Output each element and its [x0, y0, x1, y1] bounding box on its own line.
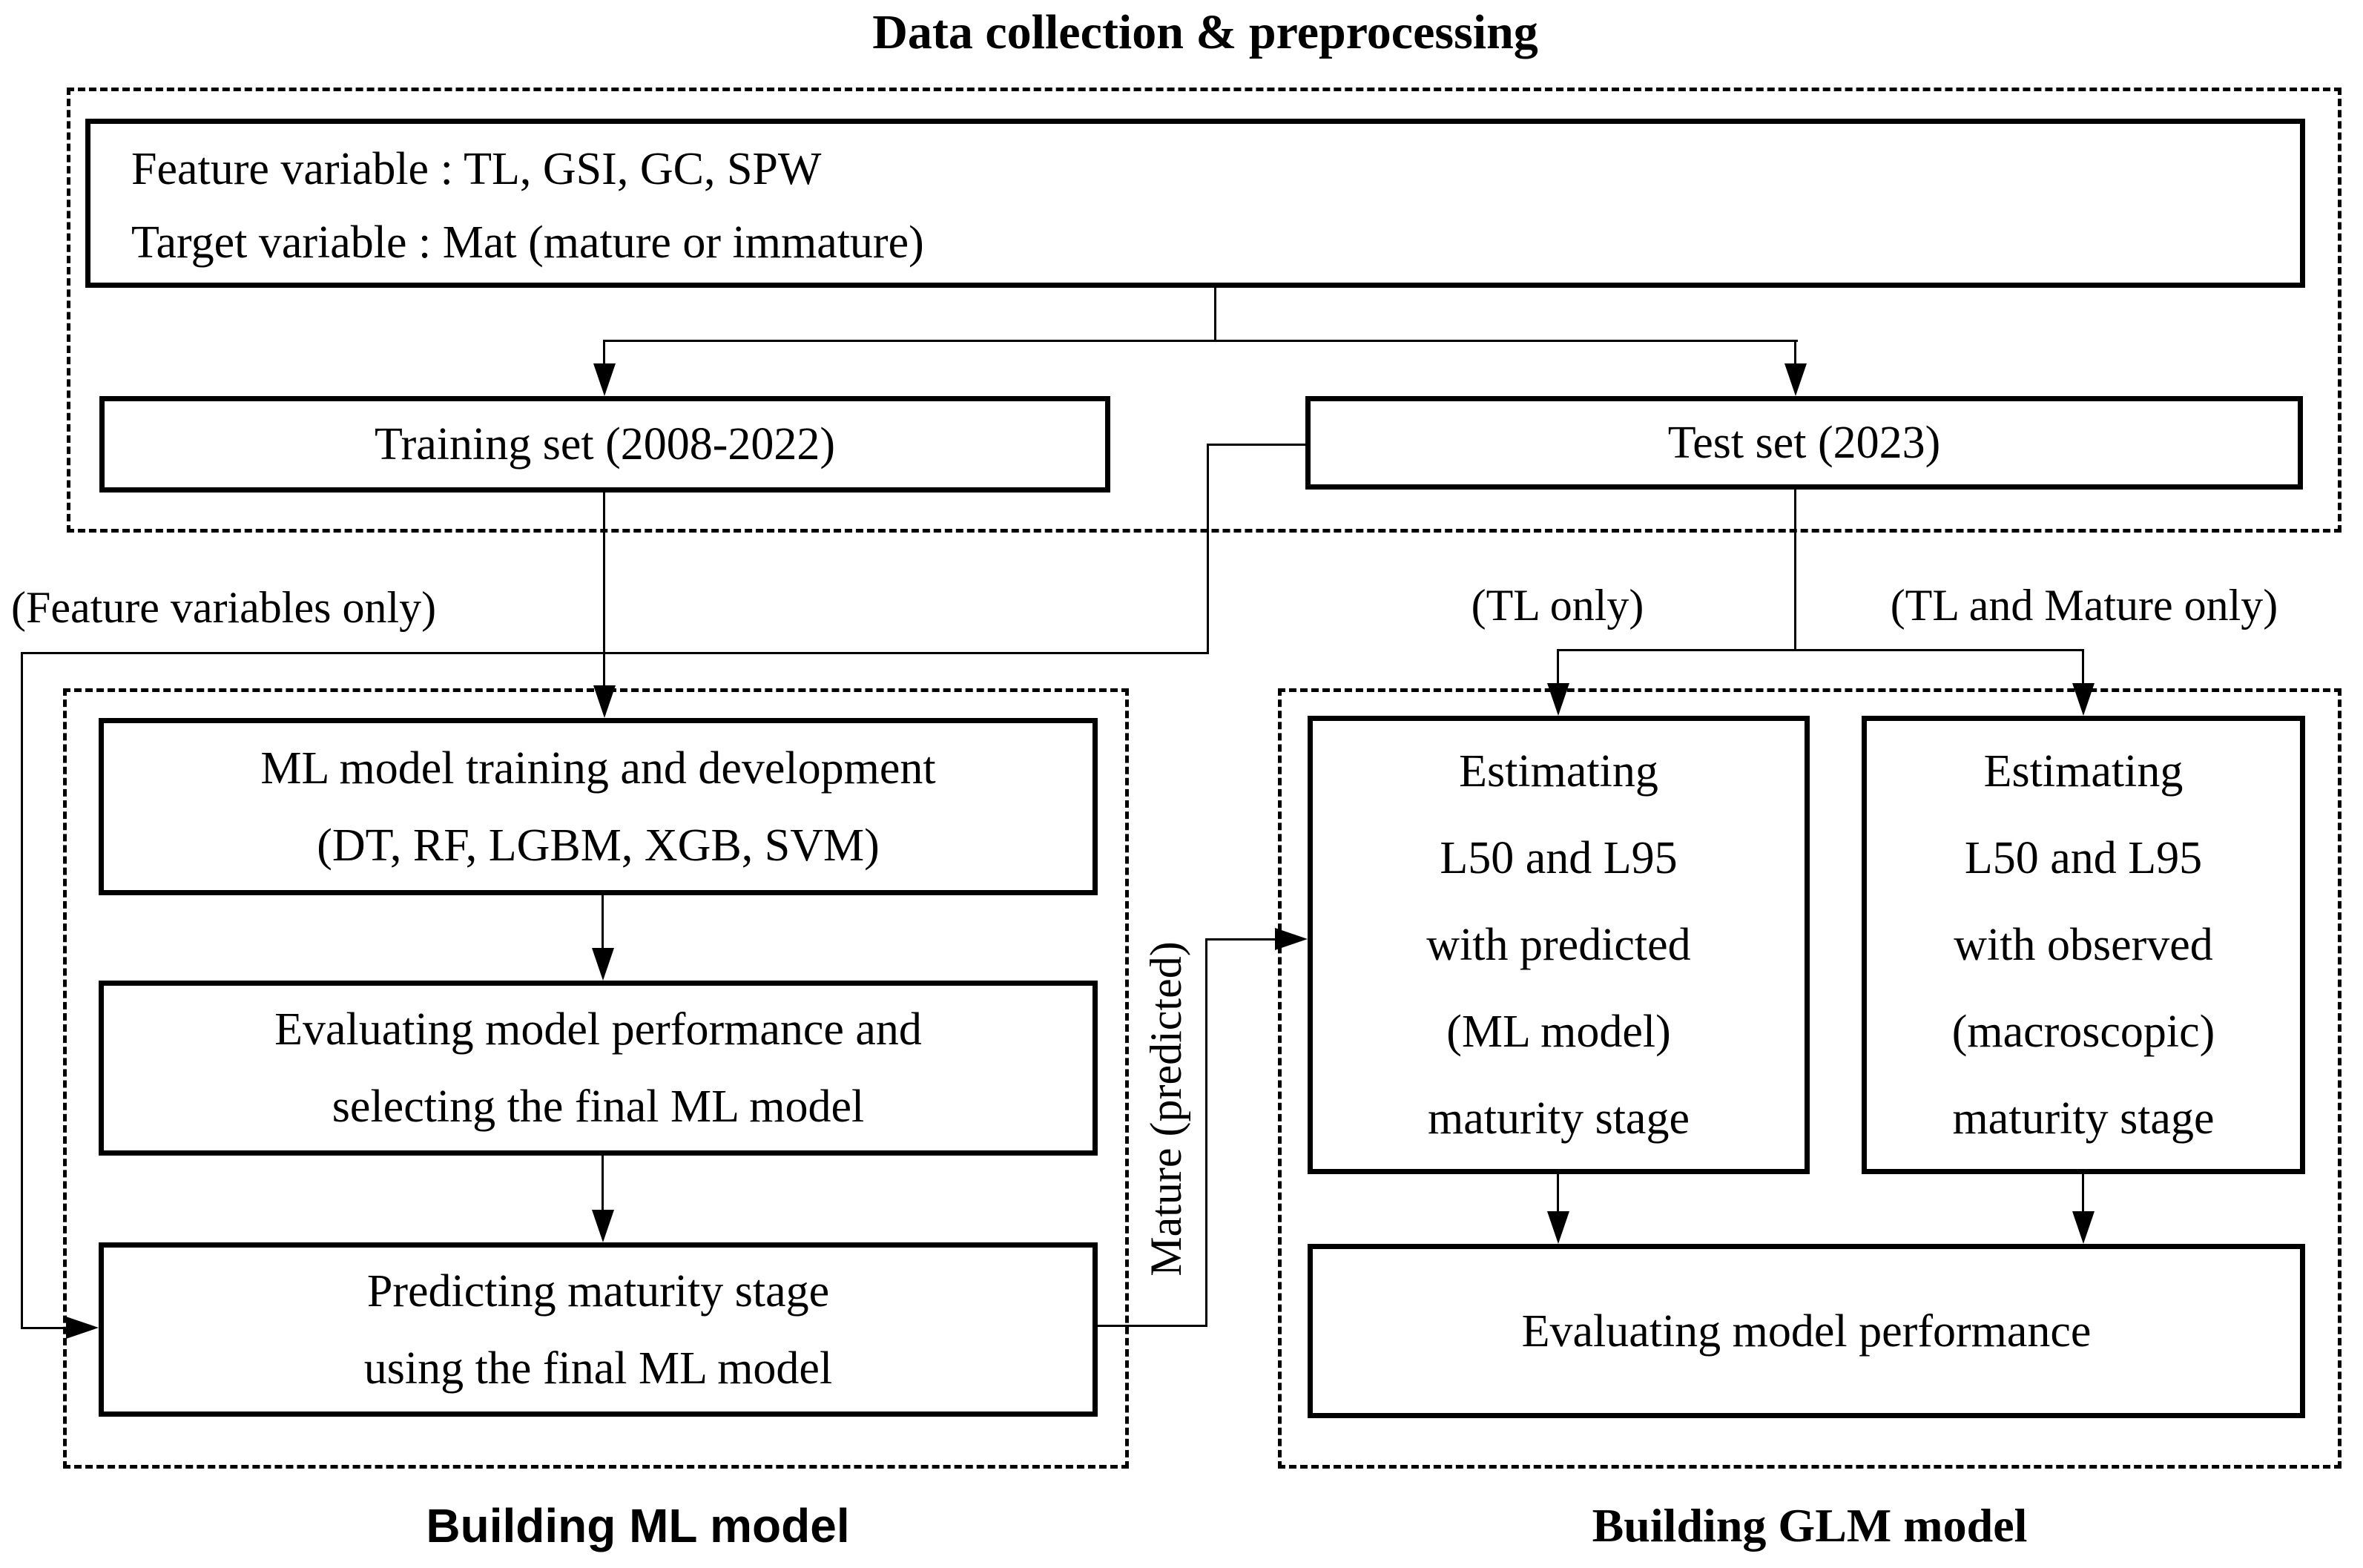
ml-predicting-line1: Predicting maturity stage — [366, 1265, 830, 1317]
ml-predicting-box: Predicting maturity stage using the fina… — [99, 1242, 1098, 1417]
connector-line — [1098, 1325, 1207, 1327]
page-title: Data collection & preprocessing — [872, 5, 1538, 59]
arrow-down-icon — [2072, 1211, 2095, 1244]
ml-training-line2: (DT, RF, LGBM, XGB, SVM) — [317, 820, 880, 871]
tl-and-mature-only-label: (TL and Mature only) — [1890, 581, 2278, 630]
connector-line — [1557, 1174, 1559, 1213]
connector-line — [22, 1327, 67, 1329]
glm-predicted-line: maturity stage — [1428, 1093, 1690, 1144]
connector-line — [604, 340, 1798, 342]
feature-variable-line: Feature variable : TL, GSI, GC, SPW — [131, 144, 822, 194]
arrow-down-icon — [592, 948, 614, 981]
arrow-right-icon — [66, 1317, 99, 1339]
connector-line — [1794, 490, 1796, 650]
arrow-down-icon — [592, 1210, 614, 1242]
arrow-down-icon — [1547, 1211, 1569, 1244]
glm-observed-line: maturity stage — [1952, 1093, 2215, 1144]
training-set-box: Training set (2008-2022) — [99, 396, 1110, 493]
arrow-down-icon — [593, 363, 616, 396]
arrow-down-icon — [1784, 363, 1807, 396]
connector-line — [2082, 649, 2084, 685]
glm-predicted-box: Estimating L50 and L95 with predicted (M… — [1308, 716, 1810, 1174]
connector-line — [602, 1156, 604, 1210]
ml-predicting-line2: using the final ML model — [363, 1343, 833, 1394]
mature-predicted-label: Mature (predicted) — [1141, 941, 1190, 1277]
data-collection-container — [67, 88, 2341, 533]
glm-predicted-line: with predicted — [1426, 919, 1691, 970]
ml-evaluating-line1: Evaluating model performance and — [274, 1004, 922, 1055]
glm-evaluating-box: Evaluating model performance — [1308, 1244, 2305, 1418]
connector-line — [1557, 649, 1559, 685]
ml-training-box: ML model training and development (DT, R… — [99, 718, 1098, 895]
glm-section-label: Building GLM model — [1592, 1499, 2028, 1552]
glm-predicted-line: Estimating — [1459, 745, 1658, 797]
connector-line — [22, 652, 1209, 654]
glm-predicted-line: (ML model) — [1446, 1006, 1671, 1057]
ml-training-line1: ML model training and development — [260, 742, 936, 794]
glm-observed-line: L50 and L95 — [1964, 832, 2203, 883]
ml-evaluating-line2: selecting the final ML model — [332, 1081, 865, 1132]
connector-line — [1558, 649, 2084, 651]
test-set-box: Test set (2023) — [1305, 396, 2303, 490]
ml-section-label: Building ML model — [426, 1499, 850, 1552]
glm-observed-line: with observed — [1954, 919, 2213, 970]
tl-only-label: (TL only) — [1471, 581, 1644, 630]
test-set-label: Test set (2023) — [1667, 418, 1941, 468]
connector-line — [603, 493, 605, 687]
connector-line — [1205, 938, 1276, 941]
connector-line — [603, 340, 605, 369]
training-set-label: Training set (2008-2022) — [374, 419, 836, 470]
glm-predicted-line: L50 and L95 — [1440, 832, 1678, 883]
variables-box: Feature variable : TL, GSI, GC, SPW Targ… — [85, 119, 2305, 288]
glm-evaluating-line: Evaluating model performance — [1521, 1305, 2092, 1357]
glm-observed-line: Estimating — [1983, 745, 2184, 797]
ml-container — [63, 688, 1129, 1469]
ml-evaluating-box: Evaluating model performance and selecti… — [99, 981, 1098, 1156]
glm-observed-box: Estimating L50 and L95 with observed (ma… — [1862, 716, 2305, 1174]
connector-line — [1207, 444, 1305, 446]
target-variable-line: Target variable : Mat (mature or immatur… — [131, 217, 924, 268]
connector-line — [1205, 940, 1207, 1327]
connector-line — [1214, 288, 1216, 341]
connector-line — [1207, 444, 1209, 654]
feature-variables-only-label: (Feature variables only) — [11, 583, 437, 632]
connector-line — [602, 895, 604, 949]
glm-observed-line: (macroscopic) — [1951, 1006, 2215, 1057]
glm-container — [1278, 688, 2341, 1469]
connector-line — [1794, 340, 1796, 369]
connector-line — [2082, 1174, 2084, 1213]
connector-line — [21, 652, 23, 1329]
